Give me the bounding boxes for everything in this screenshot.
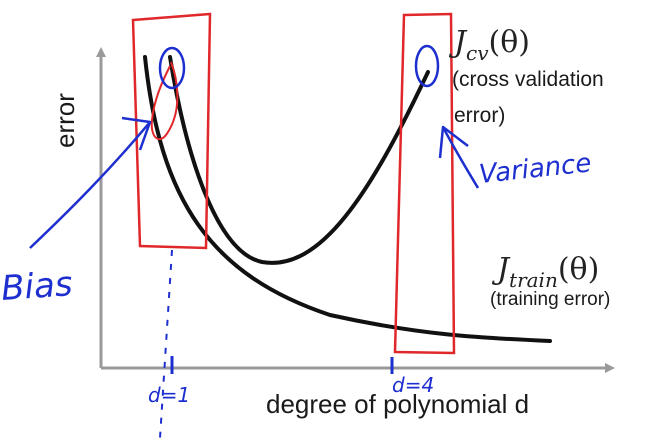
train-arg: (θ) (558, 252, 599, 287)
d1-label: d=1 (148, 383, 190, 407)
cv-subscript: cv (466, 41, 489, 65)
train-symbol: J (491, 252, 511, 287)
d4-label: d=4 (392, 373, 434, 397)
cv-arg: (θ) (489, 25, 530, 60)
variance-arrow (438, 125, 480, 189)
d1-guide-line (159, 249, 173, 439)
cv-curve-label: Jcv(θ) (448, 25, 530, 65)
y-axis-label: error (50, 93, 80, 148)
train-curve-label: Jtrain(θ) (491, 252, 599, 292)
variance-label: Variance (478, 148, 593, 190)
variance-circle-marker (414, 44, 440, 88)
cv-caption-line1: (cross validation (452, 68, 604, 91)
bias-highlight-box (131, 12, 212, 250)
bias-arrow (29, 116, 152, 249)
bias-label: Bias (0, 264, 74, 309)
cv-caption-line2: error) (454, 104, 505, 127)
axes (96, 47, 615, 373)
train-caption: (training error) (490, 289, 610, 310)
bias-red-squiggle (150, 61, 179, 141)
bias-circle-marker (158, 46, 186, 90)
training-error-curve (143, 55, 552, 343)
variance-highlight-box (393, 12, 456, 355)
x-axis-label: degree of polynomial d (266, 389, 529, 419)
train-subscript: train (509, 268, 558, 292)
cv-error-curve (168, 55, 430, 265)
